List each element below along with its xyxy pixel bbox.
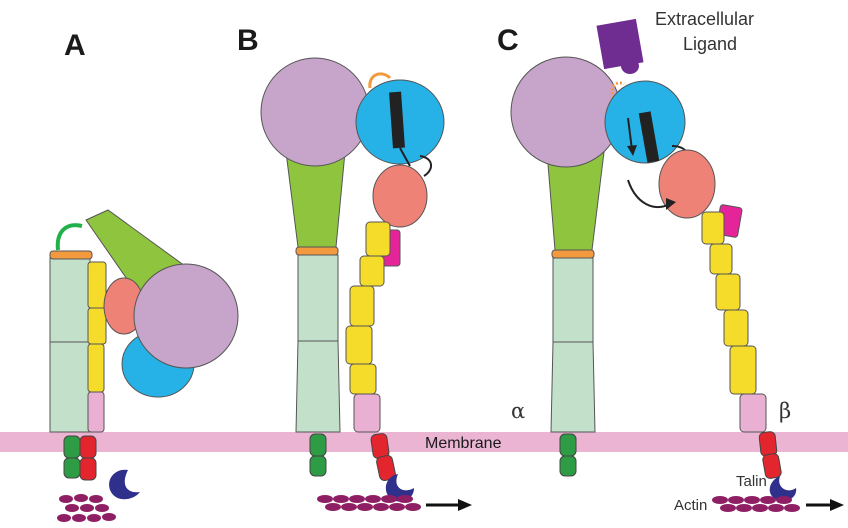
- panel-a-beta-egf-2: [88, 308, 106, 344]
- panel-b-alpha-tail-2: [310, 456, 326, 476]
- panel-a-green-loop: [58, 225, 82, 250]
- panel-b-beta-egf-2: [360, 256, 384, 286]
- panel-c-beta-egf-5: [730, 346, 756, 394]
- panel-b-alpha-calf-2: [296, 341, 340, 432]
- panel-c-beta-egf-3: [716, 274, 740, 310]
- ligand-label-line2: Ligand: [683, 34, 737, 54]
- panel-b-hybrid-domain: [373, 165, 427, 227]
- panel-a-bent-integrin: [50, 210, 238, 522]
- panel-c-alpha-tail-2: [560, 456, 576, 476]
- panel-c-beta-tail-1: [759, 431, 777, 457]
- panel-a-alpha-genu: [50, 251, 92, 259]
- panel-c-beta-egf-4: [724, 310, 748, 346]
- panel-c-beta-tail-domain: [740, 394, 766, 432]
- panel-a-alpha-calf: [50, 342, 90, 432]
- panel-c-beta-propeller: [511, 57, 621, 167]
- actin-label: Actin: [674, 497, 707, 514]
- panel-a-beta-tail-domain: [88, 392, 104, 432]
- alpha-subunit-label: α: [511, 399, 525, 423]
- beta-subunit-label: β: [779, 399, 791, 423]
- panel-a-beta-tail-1: [80, 436, 96, 458]
- panel-label-a: A: [64, 29, 86, 62]
- panel-c-beta-egf-2: [710, 244, 732, 274]
- panel-a-beta-egf-1: [88, 262, 106, 308]
- ligand-label-line1: Extracellular: [655, 9, 754, 29]
- panel-label-c: C: [497, 24, 519, 57]
- panel-b-actin-filament: [317, 495, 421, 511]
- panel-b-beta-tail-domain: [354, 394, 380, 432]
- panel-a-beta-propeller: [134, 264, 238, 368]
- panel-a-beta-egf-3: [88, 344, 104, 392]
- panel-a-actin-pool: [57, 494, 116, 522]
- panel-a-beta-tail-2: [80, 458, 96, 480]
- membrane-band: [0, 432, 848, 452]
- membrane-label: Membrane: [425, 435, 502, 452]
- panel-c-actin-filament: [712, 496, 800, 512]
- panel-a-alpha-tail-1: [64, 436, 80, 458]
- panel-a-alpha-tail-2: [64, 458, 80, 478]
- panel-c-alpha-genu: [552, 250, 594, 258]
- panel-c-alpha-calf-2: [551, 342, 595, 432]
- panel-b-beta-egf-3: [350, 286, 374, 326]
- talin-label: Talin: [736, 473, 767, 490]
- panel-b-beta-egf-5: [350, 364, 376, 394]
- panel-b-alpha-genu: [296, 247, 338, 255]
- panel-b-alpha-calf-1: [298, 255, 338, 341]
- ligand-binding-knob: [621, 58, 639, 74]
- panel-b-beta-propeller: [261, 58, 369, 166]
- panel-b-arrow-head: [458, 499, 472, 511]
- panel-label-b: B: [237, 24, 259, 57]
- panel-a-talin: [109, 470, 140, 500]
- panel-c-beta-egf-1: [702, 212, 724, 244]
- panel-a-alpha-thigh: [50, 258, 90, 342]
- panel-c-alpha-thigh: [547, 152, 604, 250]
- panel-c-alpha-tail-1: [560, 434, 576, 456]
- panel-c-alpha-calf-1: [553, 258, 593, 342]
- panel-b-alpha-tail-1: [310, 434, 326, 456]
- panel-c-arrow-head: [830, 499, 844, 511]
- panel-b-beta-egf-1: [366, 222, 390, 256]
- panel-b-beta-egf-4: [346, 326, 372, 364]
